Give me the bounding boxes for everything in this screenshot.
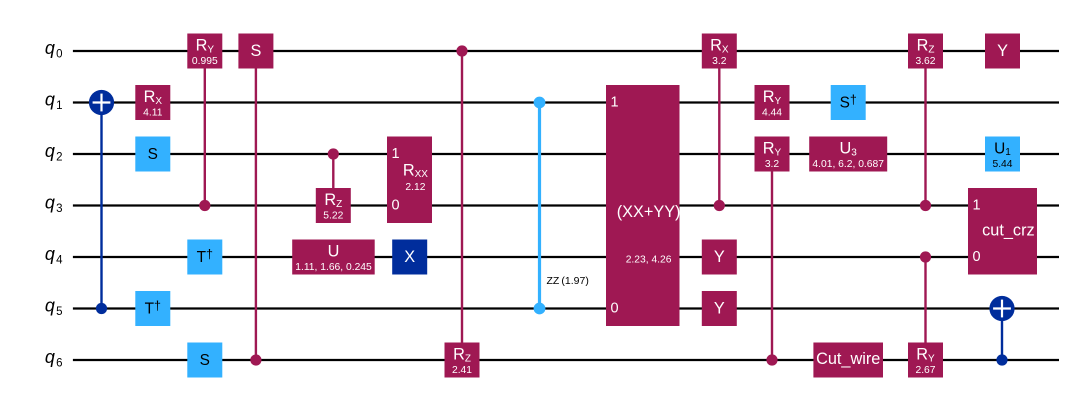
svg-text:S: S: [250, 42, 261, 60]
svg-text:T†: T†: [197, 248, 213, 266]
svg-text:2.67: 2.67: [915, 365, 935, 376]
svg-text:S†: S†: [840, 93, 857, 111]
svg-text:5.22: 5.22: [323, 210, 343, 221]
svg-text:1: 1: [391, 146, 399, 162]
svg-text:(XX+YY): (XX+YY): [617, 203, 681, 221]
svg-text:2.12: 2.12: [405, 182, 425, 193]
svg-text:5.44: 5.44: [992, 159, 1012, 170]
svg-text:Y: Y: [714, 248, 725, 266]
svg-text:Y: Y: [714, 299, 725, 317]
svg-text:0: 0: [391, 198, 399, 214]
svg-text:S: S: [200, 352, 210, 369]
svg-text:1.11, 1.66, 0.245: 1.11, 1.66, 0.245: [295, 262, 372, 273]
svg-text:4.01, 6.2, 0.687: 4.01, 6.2, 0.687: [812, 159, 884, 170]
svg-text:1: 1: [610, 95, 618, 111]
svg-text:U: U: [328, 243, 340, 261]
svg-text:ZZ (1.97): ZZ (1.97): [547, 275, 589, 287]
svg-text:2.41: 2.41: [452, 365, 472, 376]
svg-text:Y: Y: [997, 42, 1008, 60]
svg-text:S: S: [148, 146, 158, 163]
svg-text:4.44: 4.44: [762, 107, 782, 118]
svg-text:T†: T†: [145, 299, 161, 317]
svg-text:3.2: 3.2: [765, 159, 780, 170]
svg-text:0: 0: [610, 301, 618, 317]
svg-text:cut_crz: cut_crz: [982, 221, 1034, 239]
svg-text:0.995: 0.995: [192, 56, 218, 67]
svg-text:3.2: 3.2: [712, 56, 727, 67]
svg-text:4.11: 4.11: [143, 107, 163, 118]
svg-text:0: 0: [972, 249, 980, 265]
svg-text:2.23, 4.26: 2.23, 4.26: [626, 255, 672, 266]
svg-text:Cut_wire: Cut_wire: [816, 350, 880, 368]
svg-text:3.62: 3.62: [915, 56, 935, 67]
svg-text:X: X: [404, 248, 415, 266]
svg-text:1: 1: [972, 198, 980, 214]
